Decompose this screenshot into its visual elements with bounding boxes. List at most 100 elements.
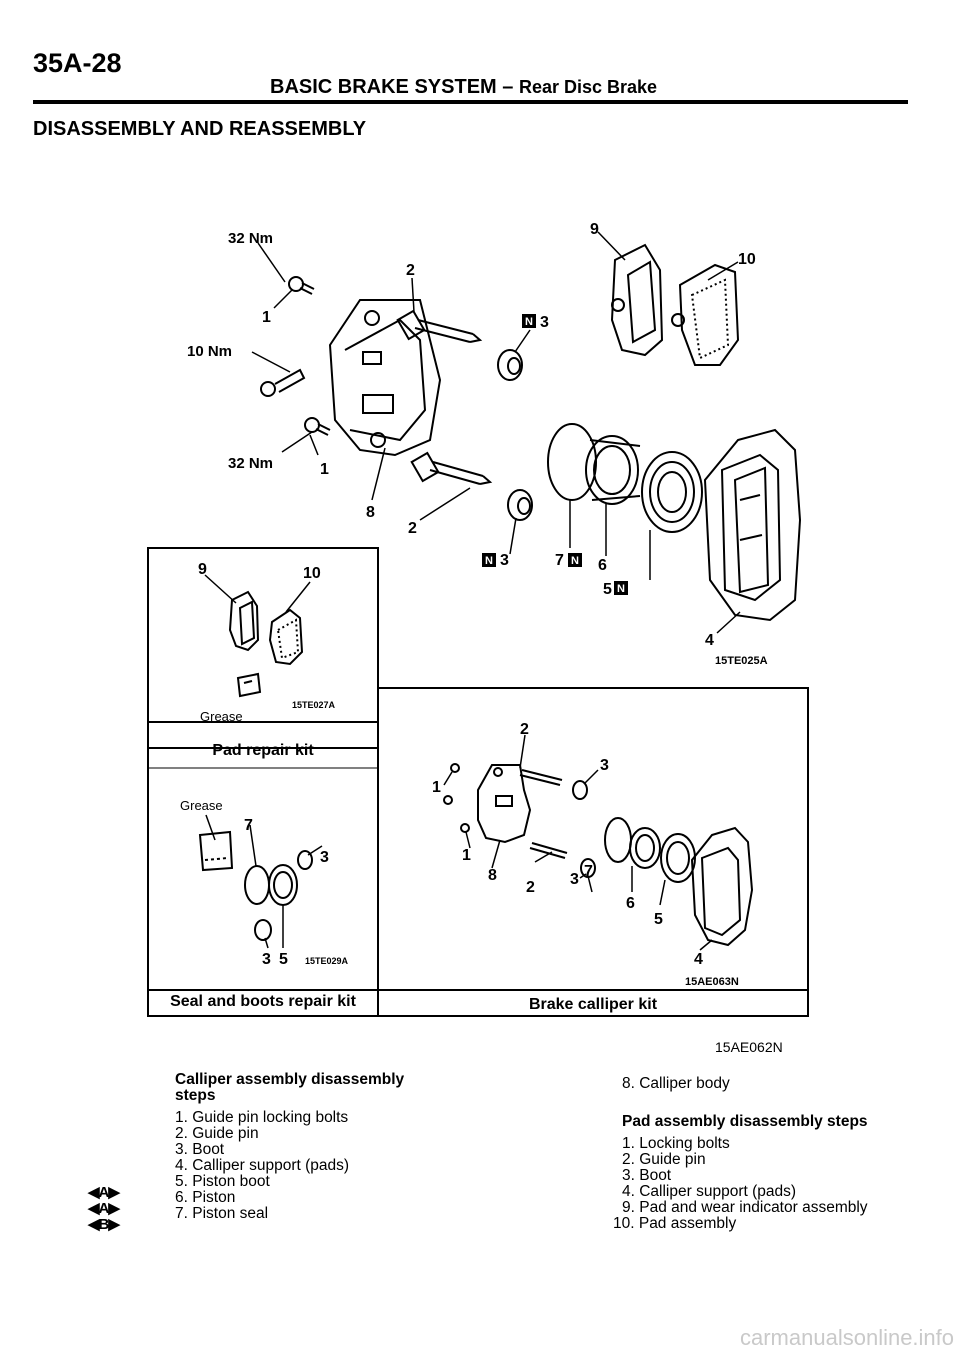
kit-piston-boot [268, 864, 298, 906]
kit-bolts [443, 763, 470, 833]
calliper-kit-label-3a: 3 [600, 757, 609, 774]
seal-kit-label-3a: 3 [320, 849, 329, 866]
pad-kit-caption: Pad repair kit [212, 742, 314, 759]
main-label-1b: 1 [320, 461, 329, 478]
main-label-1a: 1 [262, 309, 271, 326]
calliper-kit-label-1a: 1 [432, 779, 441, 796]
torque-label-mid: 10 Nm [187, 343, 232, 360]
kit-grease-tube [198, 814, 234, 872]
pad-assembly [671, 263, 740, 366]
main-figure-code: 15TE025A [715, 655, 768, 667]
calliper-step-5: 5. Piston boot [175, 1173, 270, 1190]
calliper-step-3: 3. Boot [175, 1141, 225, 1158]
seal-kit-label-3b: 3 [262, 951, 271, 968]
piston [585, 435, 641, 505]
guide-pin-top [396, 309, 483, 343]
pad-steps-list: 8. Calliper body Pad assembly disassembl… [613, 1075, 868, 1232]
main-label-3a: 3 [540, 314, 549, 331]
seal-kit-grease-label: Grease [180, 798, 223, 813]
pad-step-10: 10. Pad assembly [613, 1215, 737, 1232]
service-marker-b: ◀B▶ [88, 1216, 120, 1233]
header-rule [33, 100, 908, 104]
calliper-kit-label-5: 5 [654, 911, 663, 928]
calliper-kit-label-2b: 2 [526, 879, 535, 896]
calliper-kit-label-4: 4 [694, 951, 703, 968]
section-title: DISASSEMBLY AND REASSEMBLY [33, 118, 367, 140]
header-subtitle: Rear Disc Brake [518, 77, 658, 97]
pad-kit-grease-label: Grease [200, 709, 243, 724]
calliper-kit-label-3b: 3 [570, 871, 579, 888]
pad-step-1: 1. Locking bolts [622, 1135, 730, 1152]
calliper-steps-heading-line1: Calliper assembly disassembly [175, 1071, 405, 1088]
kit-calliper-body [690, 826, 754, 947]
main-label-5: 5 [603, 581, 612, 598]
pad-steps-heading: Pad assembly disassembly steps [622, 1113, 868, 1130]
pad-step-2: 2. Guide pin [622, 1151, 706, 1168]
seal-kit-code: 15TE029A [305, 956, 349, 966]
seal-kit-caption: Seal and boots repair kit [170, 993, 357, 1010]
calliper-steps-list: Calliper assembly disassembly steps 1. G… [175, 1072, 404, 1222]
pad-kit-label-10: 10 [303, 565, 321, 582]
service-marker-a1: ◀A▶ [88, 1184, 120, 1201]
new-marker-n4: N [617, 583, 625, 595]
service-marker-a2: ◀A▶ [88, 1200, 120, 1217]
grease-icon [236, 672, 262, 698]
calliper-kit-label-1b: 1 [462, 847, 471, 864]
kit-pad-pair [204, 574, 311, 666]
new-marker-n2: N [485, 555, 493, 567]
new-marker-n3: N [571, 555, 579, 567]
main-label-7: 7 [555, 552, 564, 569]
kit-piston-seal [244, 865, 270, 905]
calliper-support [328, 299, 442, 457]
header-dash: – [502, 76, 514, 98]
calliper-kit-caption: Brake calliper kit [529, 996, 658, 1013]
calliper-step-8: 8. Calliper body [622, 1075, 730, 1092]
page-number: 35A-28 [33, 48, 122, 78]
torque-label-low: 32 Nm [228, 455, 273, 472]
pad-step-9: 9. Pad and wear indicator assembly [622, 1199, 868, 1216]
figure-code: 15AE062N [715, 1039, 783, 1055]
leader-lines [251, 231, 741, 634]
calliper-kit-label-8: 8 [488, 867, 497, 884]
calliper-kit-label-7: 7 [584, 863, 593, 880]
kit-calliper-piston [604, 817, 696, 883]
calliper-step-1: 1. Guide pin locking bolts [175, 1109, 349, 1126]
calliper-kit-code: 15AE063N [685, 976, 739, 988]
calliper-steps-heading-line2: steps [175, 1087, 216, 1104]
calliper-step-2: 2. Guide pin [175, 1125, 259, 1142]
guide-pin-bottom [410, 451, 493, 485]
main-label-4: 4 [705, 632, 714, 649]
seal-kit-box [147, 747, 379, 1017]
kit-calliper-support [477, 764, 532, 844]
main-label-2b: 2 [408, 520, 417, 537]
calliper-step-6: 6. Piston [175, 1189, 236, 1206]
main-label-8: 8 [366, 504, 375, 521]
piston-seal [547, 423, 597, 501]
new-part-markers [482, 314, 628, 595]
kit-boots [254, 850, 313, 941]
new-marker-letters: N N N N [485, 316, 625, 595]
page-title: BASIC BRAKE SYSTEM – Rear Disc Brake [270, 76, 657, 99]
boot-top [497, 349, 523, 381]
bleeder-screw [260, 368, 306, 397]
pad-kit-code: 15TE027A [292, 700, 336, 710]
calliper-body [703, 428, 802, 622]
calliper-step-4: 4. Calliper support (pads) [175, 1157, 350, 1174]
calliper-kit-label-2a: 2 [520, 721, 529, 738]
pad-wear-indicator-assembly [610, 243, 664, 357]
torque-label-top: 32 Nm [228, 230, 273, 247]
main-label-3b: 3 [500, 552, 509, 569]
calliper-kit-label-6: 6 [626, 895, 635, 912]
calliper-kit-box [377, 687, 809, 1017]
seal-kit-label-5: 5 [279, 951, 288, 968]
pad-kit-box [147, 547, 379, 749]
piston-boot [641, 451, 703, 533]
calliper-step-7: 7. Piston seal [175, 1205, 269, 1222]
watermark: carmanualsonline.info [740, 1325, 955, 1350]
locking-bolt-bottom [304, 417, 331, 436]
new-marker-n1: N [525, 316, 533, 328]
main-label-10: 10 [738, 251, 756, 268]
kit-guide-pins [519, 769, 568, 859]
main-label-9: 9 [590, 221, 599, 238]
seal-kit-label-7: 7 [244, 817, 253, 834]
